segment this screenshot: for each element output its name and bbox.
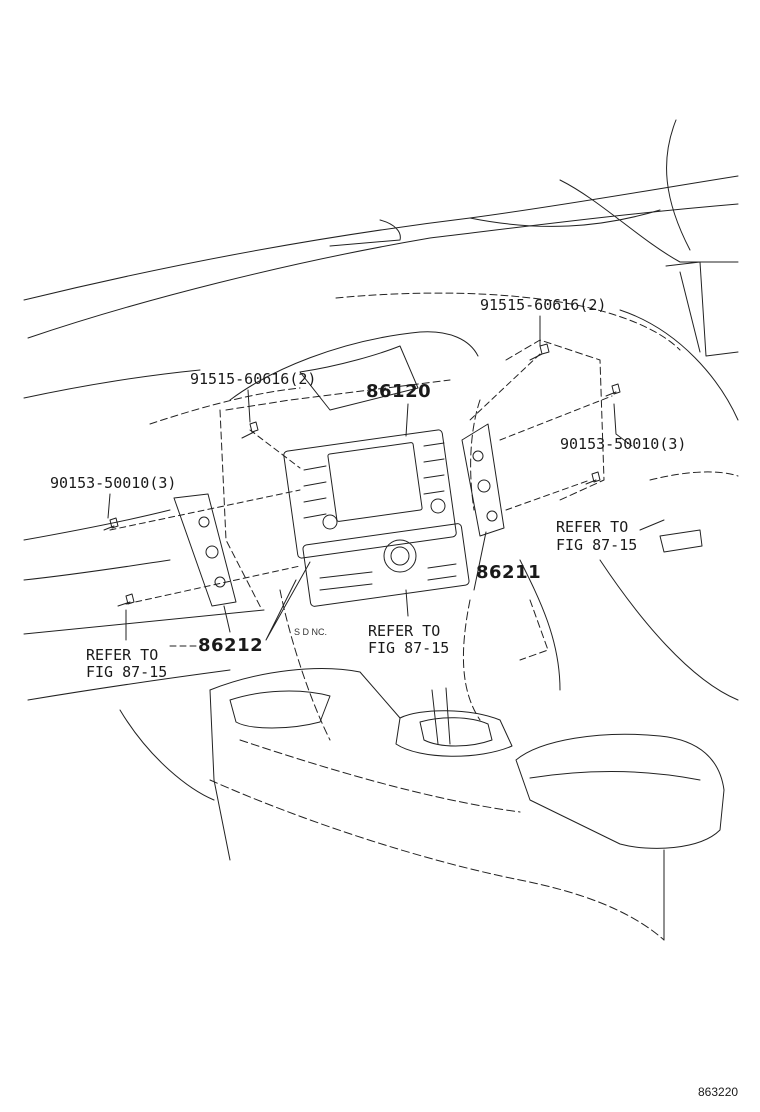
bolt-top-right <box>529 343 550 361</box>
left-dash-lower <box>23 509 171 541</box>
console-right-edge <box>462 599 481 721</box>
left-bracket <box>173 493 237 607</box>
callout-refer-left-line1: REFER TO <box>86 646 159 664</box>
right-panel-edge <box>665 261 739 357</box>
leader-bolt-top-left <box>247 389 251 423</box>
head-unit-bezel <box>283 429 457 559</box>
centerline-right-screw2 <box>505 479 591 511</box>
screw-right-upper <box>605 383 621 397</box>
tune-knob <box>430 498 446 514</box>
centerline-top-bolt <box>249 429 301 469</box>
leader-screw-left <box>107 493 111 519</box>
centerline-left-screw <box>109 489 301 531</box>
callout-main-unit: 86120 <box>366 381 432 402</box>
left-knee-line <box>23 609 265 635</box>
leader-bracket-left-fork <box>265 561 311 641</box>
head-unit-screen <box>327 442 423 522</box>
climate-dial <box>383 539 417 573</box>
shifter-boot-inner <box>419 717 493 747</box>
left-bracket-hole2 <box>205 545 219 559</box>
left-floor-line <box>27 669 231 701</box>
screw-left <box>103 517 119 531</box>
callout-refer-center-line1: REFER TO <box>368 622 441 640</box>
armrest <box>515 733 725 849</box>
right-dash-curve2 <box>649 471 739 481</box>
console-mid <box>239 739 521 813</box>
right-bracket-hole2 <box>477 479 491 493</box>
right-bracket <box>461 423 505 537</box>
volume-knob <box>322 514 338 530</box>
callout-bolt-top-right: 91515-60616(2) <box>480 296 607 314</box>
floor-left <box>119 709 215 801</box>
assembly-box-top <box>225 379 451 411</box>
leader-refer-center <box>405 589 409 617</box>
leader-refer-right <box>639 519 665 531</box>
bolt-top-left <box>241 421 259 439</box>
right-vent <box>659 529 703 553</box>
climate-dial-inner <box>390 546 410 566</box>
hood-lower <box>149 387 301 425</box>
console-top <box>209 668 401 719</box>
callout-screw-left: 90153-50010(3) <box>50 474 177 492</box>
callout-refer-right-line1: REFER TO <box>556 518 629 536</box>
console-base <box>209 779 665 941</box>
right-panel-inner <box>679 271 701 353</box>
leader-main-unit <box>405 403 409 437</box>
console-left-side <box>209 689 231 861</box>
dash-cowl <box>335 292 681 351</box>
right-bracket-hole1 <box>472 450 484 462</box>
dash-top-edge <box>27 203 739 339</box>
pillar-trim <box>559 179 739 263</box>
console-left-edge <box>279 589 331 741</box>
left-dash-line <box>23 369 201 399</box>
drawing-code: 863220 <box>698 1085 739 1099</box>
pedal-area2 <box>519 599 549 661</box>
head-unit-left-buttons <box>303 465 327 519</box>
callout-screw-right: 90153-50010(3) <box>560 435 687 453</box>
screw-right-lower <box>585 471 601 485</box>
leader-bracket-left <box>223 605 231 633</box>
pedal-area <box>519 559 561 691</box>
callout-refer-left-line2: FIG 87-15 <box>86 663 168 681</box>
callout-refer-right-line2: FIG 87-15 <box>556 536 638 554</box>
centerline-left-bolt <box>125 565 301 605</box>
leader-bracket-right <box>473 531 487 591</box>
windshield-edge <box>23 175 739 301</box>
right-dash-curve <box>619 309 739 421</box>
nc-note: S D NC. <box>294 627 328 637</box>
instrument-hood <box>229 331 479 401</box>
right-bracket-hole3 <box>486 510 498 522</box>
climate-buttons <box>319 563 457 591</box>
cupholder <box>229 690 331 729</box>
bolt-left-lower <box>117 593 135 607</box>
centerline-top-right-bolt <box>469 353 541 421</box>
callout-refer-center-line2: FIG 87-15 <box>368 639 450 657</box>
left-dash-lower2 <box>23 559 171 581</box>
assembly-box-right <box>505 339 605 501</box>
shifter-boot <box>395 710 513 757</box>
left-bracket-hole1 <box>198 516 210 528</box>
pillar-trim-inner <box>666 119 691 251</box>
callout-bracket-left: 86212 <box>198 635 264 656</box>
center-vent-hood <box>299 345 419 411</box>
armrest-seam <box>529 771 701 781</box>
callout-bolt-top-left: 91515-60616(2) <box>190 370 317 388</box>
right-trim <box>599 559 739 701</box>
shift-lever <box>431 687 451 745</box>
leader-screw-right <box>613 403 633 447</box>
callout-bracket-right: 86211 <box>476 562 542 583</box>
dash-upper-sweep <box>469 209 661 227</box>
climate-panel <box>302 523 470 607</box>
assembly-box-left <box>219 409 263 611</box>
left-bracket-hole3 <box>214 576 226 588</box>
defroster-vent <box>329 219 401 247</box>
centerline-right-screw <box>499 395 613 441</box>
head-unit-right-buttons <box>423 442 445 495</box>
